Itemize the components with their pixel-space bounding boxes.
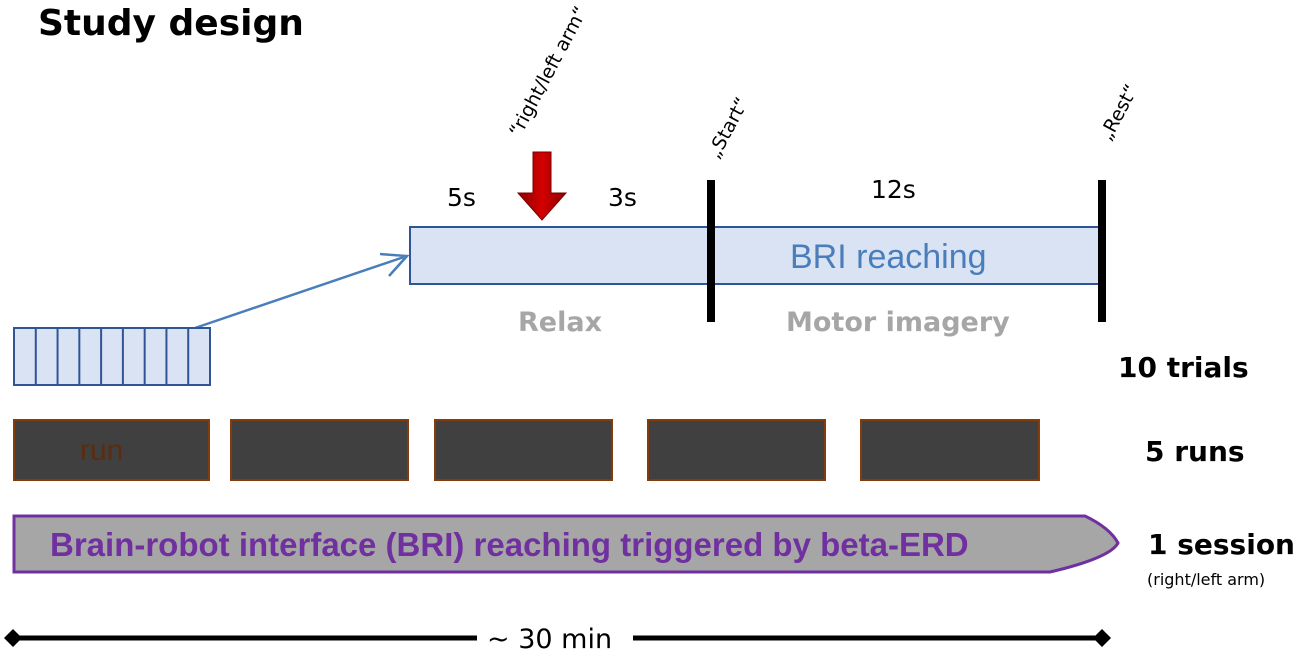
run-block-5 [860, 419, 1040, 481]
cue-start-label: „Start“ [703, 94, 753, 163]
expand-arrow-line [194, 255, 405, 330]
run-label: run [80, 434, 123, 467]
runs-row: run [13, 419, 1040, 481]
duration-before-cue: 5s [447, 183, 476, 212]
run-block-4 [647, 419, 826, 481]
timeline-start-diamond-icon [4, 629, 22, 647]
cue-down-arrow-icon [516, 151, 568, 221]
phase-imagery-label: Motor imagery [786, 307, 1010, 338]
trial-bar [409, 226, 1106, 285]
trials-block [13, 327, 211, 386]
session-bar [12, 514, 1120, 574]
run-block-3 [434, 419, 613, 481]
timeline-end-diamond-icon [1093, 629, 1111, 647]
trials-count-label: 10 trials [1118, 351, 1249, 384]
trials-block-frame [13, 327, 211, 386]
run-block-1 [13, 419, 210, 481]
phase-relax-label: Relax [518, 307, 602, 338]
start-marker [707, 180, 715, 322]
run-block-2 [230, 419, 409, 481]
cue-instruction-label: “right/left arm“ [505, 3, 592, 141]
runs-count-label: 5 runs [1145, 435, 1245, 468]
duration-after-cue: 3s [608, 183, 637, 212]
session-count-label: 1 session [1148, 528, 1295, 561]
expand-arrow-head-icon [379, 252, 410, 277]
duration-imagery: 12s [871, 175, 916, 204]
cue-rest-label: „Rest“ [1095, 81, 1143, 145]
trial-bar-label: BRI reaching [790, 238, 987, 276]
timeline-label: ~ 30 min [487, 624, 612, 655]
session-bar-label: Brain-robot interface (BRI) reaching tri… [50, 526, 969, 563]
rest-marker [1098, 180, 1106, 322]
session-note-label: (right/left arm) [1147, 570, 1265, 589]
page-title: Study design [38, 3, 304, 44]
